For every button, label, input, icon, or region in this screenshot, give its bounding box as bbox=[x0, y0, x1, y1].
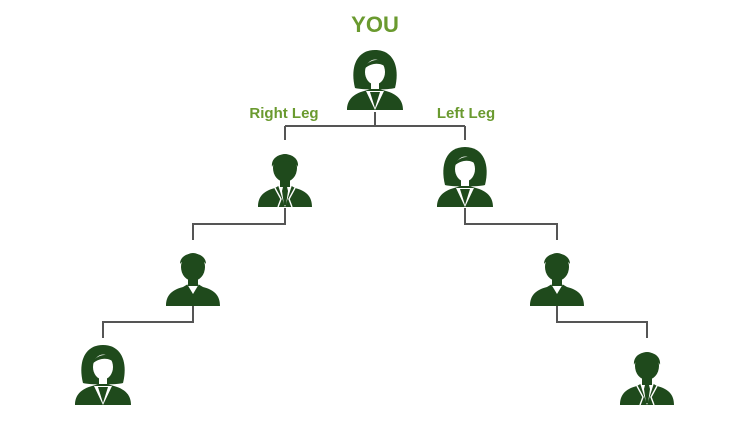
connector-right-leg-2-to-3 bbox=[102, 306, 194, 338]
man-with-tie-avatar-icon bbox=[257, 153, 313, 208]
connector-right-leg-1-to-2 bbox=[192, 208, 286, 240]
man-avatar-icon bbox=[166, 253, 220, 306]
right-leg-label: Right Leg bbox=[249, 105, 318, 122]
connector-left-leg-1-to-2 bbox=[464, 208, 558, 240]
man-avatar-icon bbox=[530, 253, 584, 306]
connector-left-leg-2-to-3 bbox=[556, 306, 648, 338]
connector-lines bbox=[102, 112, 648, 338]
woman-avatar-icon bbox=[437, 147, 493, 207]
man-with-tie-avatar-icon bbox=[619, 351, 675, 406]
you-label: YOU bbox=[351, 12, 399, 37]
woman-avatar-icon bbox=[347, 50, 403, 110]
left-leg-label: Left Leg bbox=[437, 105, 495, 122]
woman-avatar-icon bbox=[75, 345, 131, 405]
